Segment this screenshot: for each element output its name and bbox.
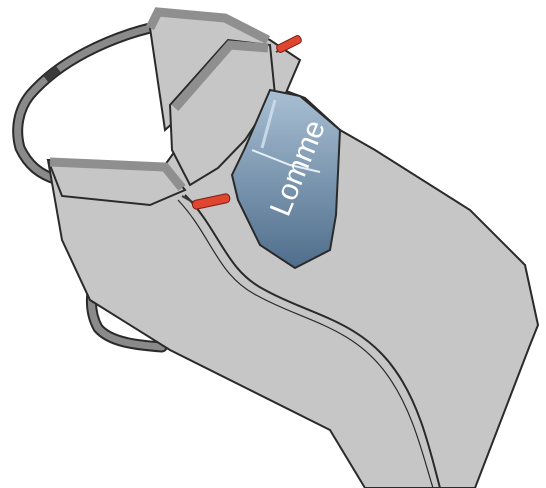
zipper-pull-top xyxy=(276,35,303,54)
